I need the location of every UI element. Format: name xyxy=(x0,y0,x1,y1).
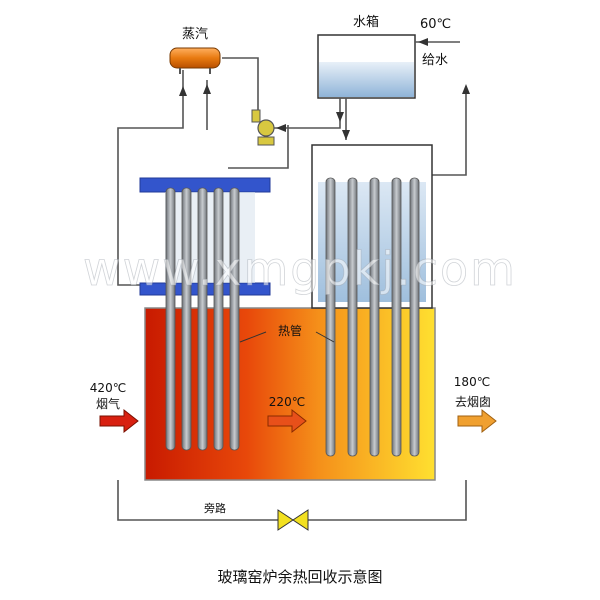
diagram-caption: 玻璃窑炉余热回收示意图 xyxy=(217,568,382,586)
flow-arrows xyxy=(179,38,470,140)
outlet-gas-label: 去烟囱 xyxy=(455,395,491,409)
outlet-temp-label: 180℃ xyxy=(454,375,490,389)
feed-pump xyxy=(251,109,275,146)
heat-pipes-left xyxy=(165,187,240,451)
mid-temp-label: 220℃ xyxy=(269,395,305,409)
heat-pipes-right xyxy=(325,177,420,457)
flue-arrows xyxy=(99,408,497,434)
tank-water xyxy=(319,62,414,97)
heat-pipe-leaders xyxy=(239,331,335,343)
water-tank-label: 水箱 xyxy=(353,14,379,30)
mid-arrow xyxy=(267,408,307,434)
arrow-down-1 xyxy=(336,112,344,122)
inlet-temp-label: 420℃ xyxy=(90,381,126,395)
arrow-up-2 xyxy=(203,84,211,94)
arrow-up-1 xyxy=(179,86,187,96)
feed-water-label: 给水 xyxy=(422,53,448,68)
water-tank xyxy=(317,34,416,99)
outlet-arrow xyxy=(457,408,497,434)
steam-label: 蒸汽 xyxy=(182,27,208,42)
arrow-up-3 xyxy=(462,84,470,94)
heat-pipe-label: 热管 xyxy=(278,323,302,338)
flue-gas-duct xyxy=(144,307,436,481)
watermark: www.xmgpkj.com xyxy=(83,242,517,296)
arrow-left-feed xyxy=(418,38,428,46)
inlet-gas-label: 烟气 xyxy=(96,396,120,411)
bypass-label: 旁路 xyxy=(204,501,226,515)
inlet-arrow xyxy=(99,408,139,434)
feed-temp-label: 60℃ xyxy=(420,17,451,32)
arrow-down-2 xyxy=(342,130,350,140)
steam-drum xyxy=(169,47,221,74)
bypass-valve xyxy=(277,509,309,531)
arrow-left-pump xyxy=(276,124,286,132)
